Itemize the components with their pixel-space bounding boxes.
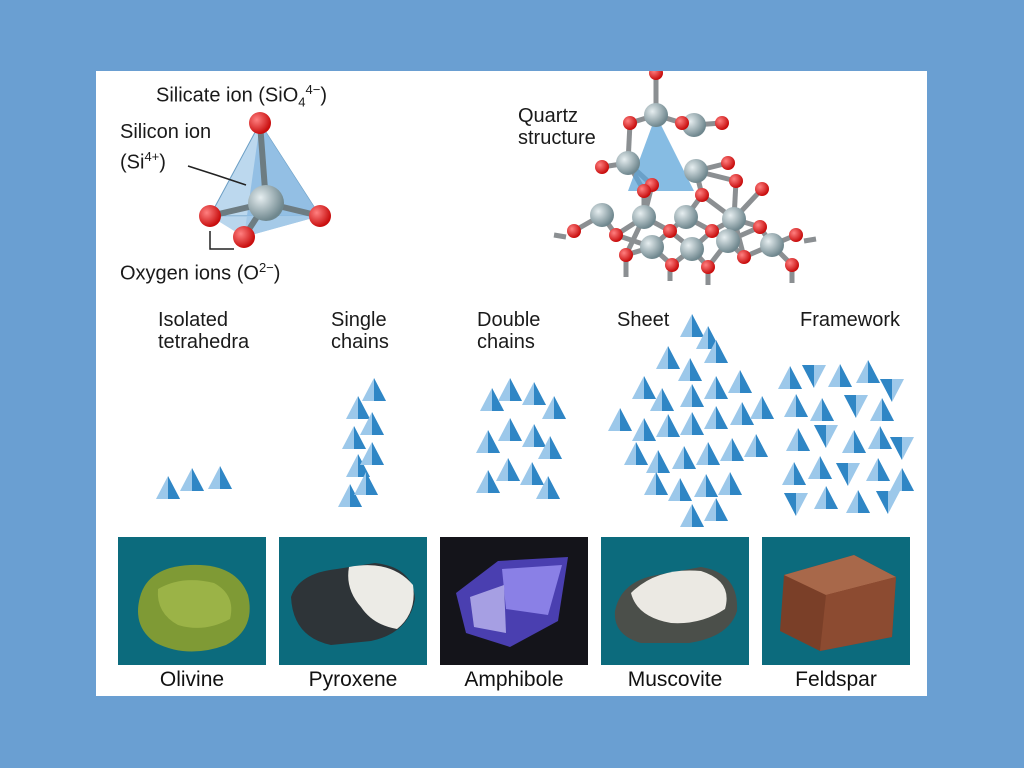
- structure-label-double: Double chains: [477, 309, 541, 353]
- structure-label-sheet: Sheet: [617, 309, 670, 331]
- silicon-ion-label-line1: Silicon ion: [120, 121, 212, 143]
- silicon-ion-label-line2: (Si4+): [120, 149, 166, 174]
- oxygen-ions-label: Oxygen ions (O2−): [120, 260, 281, 285]
- quartz-structure-label: Quartz structure: [518, 105, 596, 149]
- mineral-photo-amphibole: [440, 537, 588, 665]
- isolated-tetrahedra: [156, 466, 232, 499]
- structure-label-framework: Framework: [800, 309, 901, 331]
- diagram-panel: Silicate ion (SiO44−) Silicon ion (Si4+)…: [96, 71, 927, 696]
- mineral-photo-feldspar: [762, 537, 910, 665]
- silicate-diagram: [156, 71, 914, 527]
- mineral-photo-olivine: [118, 537, 266, 665]
- framework-structure: [778, 360, 914, 516]
- mineral-photo-muscovite: [601, 537, 749, 665]
- double-chain: [476, 378, 566, 499]
- mineral-photo-pyroxene: [279, 537, 427, 665]
- silicate-ion-label: Silicate ion (SiO44−): [156, 82, 328, 110]
- mineral-name-muscovite: Muscovite: [627, 668, 723, 691]
- silicate-tetrahedron: [187, 112, 331, 250]
- single-chain: [338, 378, 386, 507]
- structure-label-single: Single chains: [331, 309, 389, 353]
- sheet-structure: [608, 314, 774, 527]
- quartz-structure: [553, 71, 817, 285]
- mineral-name-pyroxene: Pyroxene: [308, 668, 398, 691]
- structure-label-isolated: Isolated tetrahedra: [158, 309, 250, 353]
- mineral-name-feldspar: Feldspar: [795, 668, 877, 691]
- mineral-name-amphibole: Amphibole: [464, 668, 564, 691]
- mineral-name-olivine: Olivine: [159, 668, 225, 691]
